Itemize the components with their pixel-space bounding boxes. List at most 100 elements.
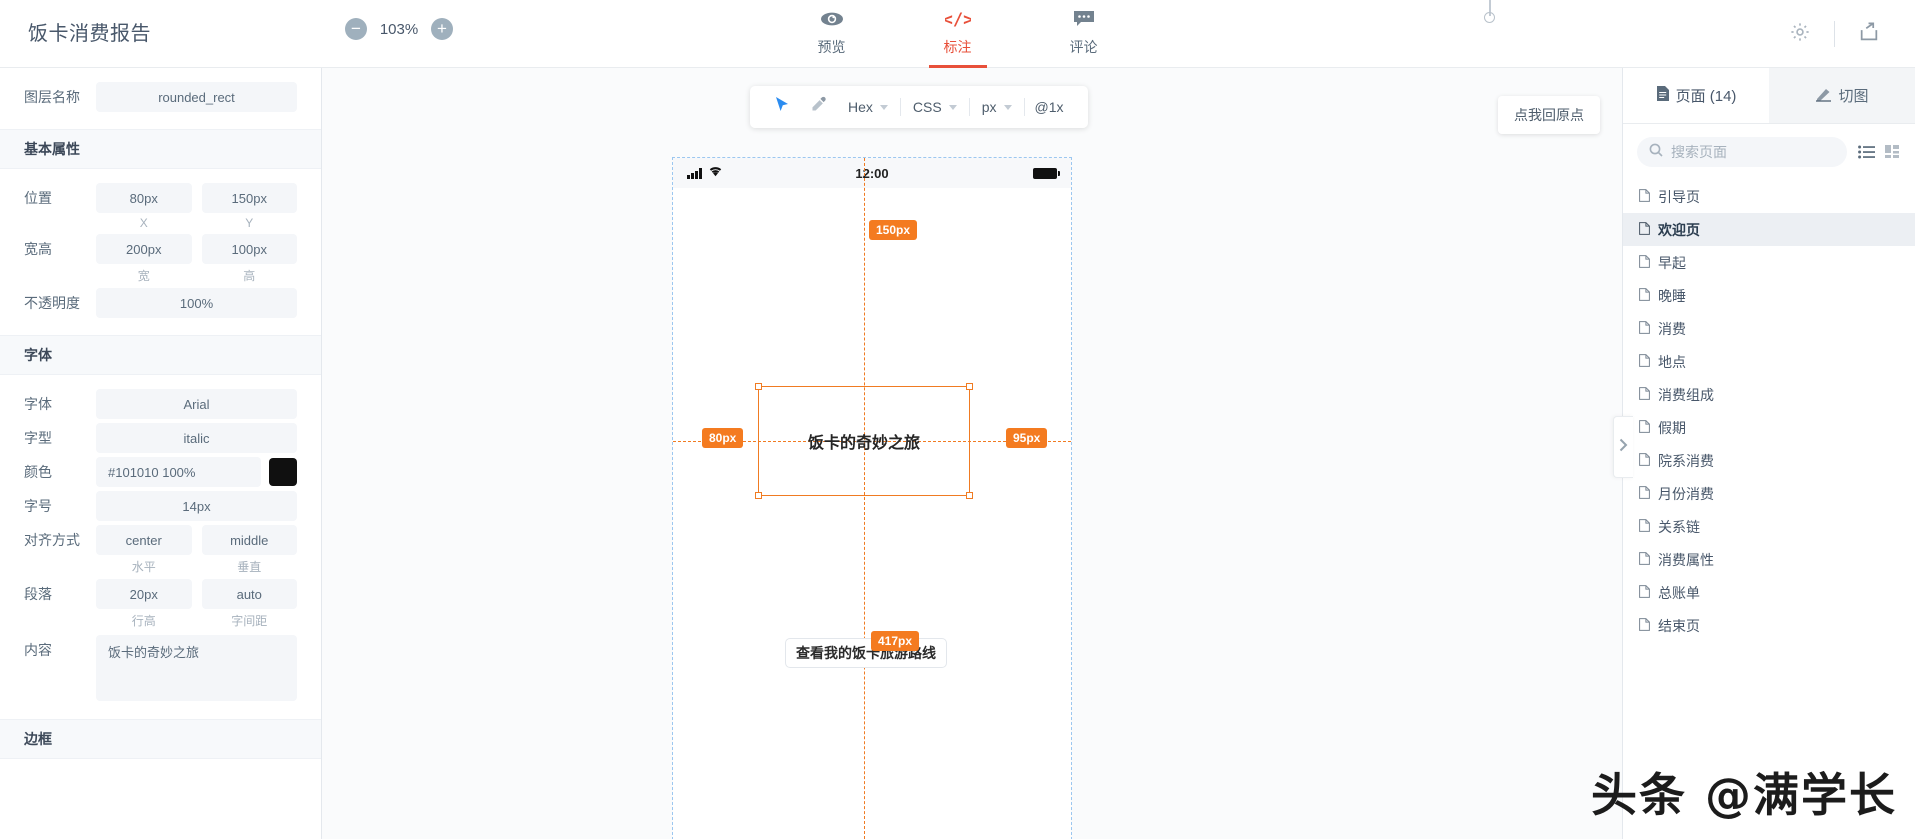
tab-pages-label: 页面 (14) xyxy=(1675,88,1737,105)
page-item-13[interactable]: 结束页 xyxy=(1623,609,1915,642)
watermark: 头条 @满学长 xyxy=(1590,768,1897,822)
page-item-2[interactable]: 早起 xyxy=(1623,246,1915,279)
properties-panel: 图层名称 rounded_rect 基本属性 位置 80px X 150px Y xyxy=(0,68,322,839)
settings-button[interactable] xyxy=(1778,18,1822,50)
file-icon xyxy=(1639,188,1650,205)
tab-preview[interactable]: 预览 xyxy=(795,0,869,68)
section-font: 字体 xyxy=(0,335,321,375)
chevron-down-icon xyxy=(1003,104,1012,110)
scale-value[interactable]: @1x xyxy=(1034,99,1064,115)
page-item-10[interactable]: 关系链 xyxy=(1623,510,1915,543)
page-title: 饭卡消费报告 xyxy=(28,23,151,45)
panel-collapse-button[interactable] xyxy=(1613,416,1633,478)
page-item-label: 消费 xyxy=(1658,320,1686,337)
section-border: 边框 xyxy=(0,719,321,759)
zoom-in-button[interactable]: + xyxy=(431,18,453,40)
top-bar: 饭卡消费报告 − 103% + 预览 </> 标注 xyxy=(0,0,1915,68)
size-width-value[interactable]: 200px xyxy=(96,234,192,264)
align-horizontal-value[interactable]: center xyxy=(96,525,192,555)
cursor-tool-button[interactable] xyxy=(764,92,800,122)
svg-text:</>: </> xyxy=(945,10,971,28)
page-item-label: 月份消费 xyxy=(1658,485,1714,502)
zoom-level-value: 103% xyxy=(379,20,419,38)
font-family-value[interactable]: Arial xyxy=(96,389,297,419)
artboard-cta-button[interactable]: 查看我的饭卡旅游路线 xyxy=(785,638,947,668)
comment-icon xyxy=(1073,7,1095,31)
page-item-6[interactable]: 消费组成 xyxy=(1623,378,1915,411)
search-box[interactable] xyxy=(1637,137,1847,167)
back-to-origin-button[interactable]: 点我回原点 xyxy=(1498,96,1600,134)
code-format-value: CSS xyxy=(912,99,942,115)
position-x-value[interactable]: 80px xyxy=(96,183,192,213)
tab-annotate[interactable]: </> 标注 xyxy=(921,0,995,68)
opacity-value[interactable]: 100% xyxy=(96,288,297,318)
size-height-value[interactable]: 100px xyxy=(201,234,297,264)
position-x-sublabel: X xyxy=(139,216,148,230)
search-input[interactable] xyxy=(1671,144,1835,160)
opacity-row: 不透明度 100% xyxy=(0,288,321,318)
line-height-value[interactable]: 20px xyxy=(96,579,192,609)
font-size-row: 字号 14px xyxy=(0,491,321,521)
resize-handle-top-right[interactable] xyxy=(966,383,973,390)
tab-comment[interactable]: 评论 xyxy=(1047,0,1121,68)
eyedropper-tool-button[interactable] xyxy=(800,92,836,122)
gear-icon xyxy=(1789,21,1811,48)
size-row: 宽高 200px 宽 100px 高 xyxy=(0,234,321,284)
page-item-7[interactable]: 假期 xyxy=(1623,411,1915,444)
selected-layer-box[interactable]: 饭卡的奇妙之旅 xyxy=(755,383,973,499)
share-button[interactable] xyxy=(1847,18,1891,50)
opacity-label: 不透明度 xyxy=(24,295,80,311)
resize-handle-top-left[interactable] xyxy=(755,383,762,390)
pages-list: 引导页 欢迎页 早起 晚睡 消费 地点 消费组成 假期 院系消费 月份消费 关系… xyxy=(1623,176,1915,642)
resize-handle-bottom-left[interactable] xyxy=(755,492,762,499)
canvas-area[interactable]: Hex CSS px @1x 点我回原点 xyxy=(322,68,1622,839)
measure-badge-left: 80px xyxy=(702,428,744,448)
page-item-label: 欢迎页 xyxy=(1658,221,1700,238)
font-style-row: 字型 italic xyxy=(0,423,321,453)
color-format-dropdown[interactable]: Hex xyxy=(836,92,900,122)
font-size-value[interactable]: 14px xyxy=(96,491,297,521)
resize-handle-bottom-right[interactable] xyxy=(966,492,973,499)
content-label: 内容 xyxy=(24,642,52,658)
page-item-0[interactable]: 引导页 xyxy=(1623,180,1915,213)
chevron-right-icon xyxy=(1619,438,1628,457)
page-item-12[interactable]: 总账单 xyxy=(1623,576,1915,609)
page-item-8[interactable]: 院系消费 xyxy=(1623,444,1915,477)
position-y-sublabel: Y xyxy=(245,216,254,230)
artboard[interactable]: 12:00 150px 80px 95px 417px 饭卡的奇妙之旅 查看我的… xyxy=(672,157,1072,839)
grid-view-icon[interactable] xyxy=(1883,143,1901,161)
color-swatch[interactable] xyxy=(269,458,297,486)
cursor-indicator xyxy=(1489,0,1491,16)
wifi-icon xyxy=(708,164,723,182)
measure-badge-right: 95px xyxy=(1006,428,1048,448)
page-item-9[interactable]: 月份消费 xyxy=(1623,477,1915,510)
size-height-sublabel: 高 xyxy=(243,269,256,283)
align-vertical-value[interactable]: middle xyxy=(201,525,297,555)
status-bar-right xyxy=(1033,167,1060,179)
page-item-label: 假期 xyxy=(1658,419,1686,436)
page-item-5[interactable]: 地点 xyxy=(1623,345,1915,378)
position-label: 位置 xyxy=(24,190,52,206)
font-style-value[interactable]: italic xyxy=(96,423,297,453)
position-y-value[interactable]: 150px xyxy=(201,183,297,213)
font-family-label: 字体 xyxy=(24,396,52,412)
tab-pages[interactable]: 页面 (14) xyxy=(1623,68,1769,123)
page-item-1[interactable]: 欢迎页 xyxy=(1623,213,1915,246)
color-row: 颜色 #101010 100% xyxy=(0,457,321,487)
measure-badge-top: 150px xyxy=(869,220,918,240)
code-format-dropdown[interactable]: CSS xyxy=(901,92,969,122)
layer-name-value[interactable]: rounded_rect xyxy=(96,82,297,112)
tab-slices[interactable]: 切图 xyxy=(1769,68,1915,123)
page-item-11[interactable]: 消费属性 xyxy=(1623,543,1915,576)
zoom-out-button[interactable]: − xyxy=(345,18,367,40)
page-item-4[interactable]: 消费 xyxy=(1623,312,1915,345)
unit-dropdown[interactable]: px xyxy=(970,92,1024,122)
toolbar-divider xyxy=(1023,98,1025,116)
color-value[interactable]: #101010 100% xyxy=(96,457,261,487)
list-view-icon[interactable] xyxy=(1857,143,1875,161)
page-item-label: 结束页 xyxy=(1658,617,1700,634)
content-value[interactable]: 饭卡的奇妙之旅 xyxy=(96,635,297,701)
page-item-3[interactable]: 晚睡 xyxy=(1623,279,1915,312)
letter-spacing-value[interactable]: auto xyxy=(201,579,297,609)
